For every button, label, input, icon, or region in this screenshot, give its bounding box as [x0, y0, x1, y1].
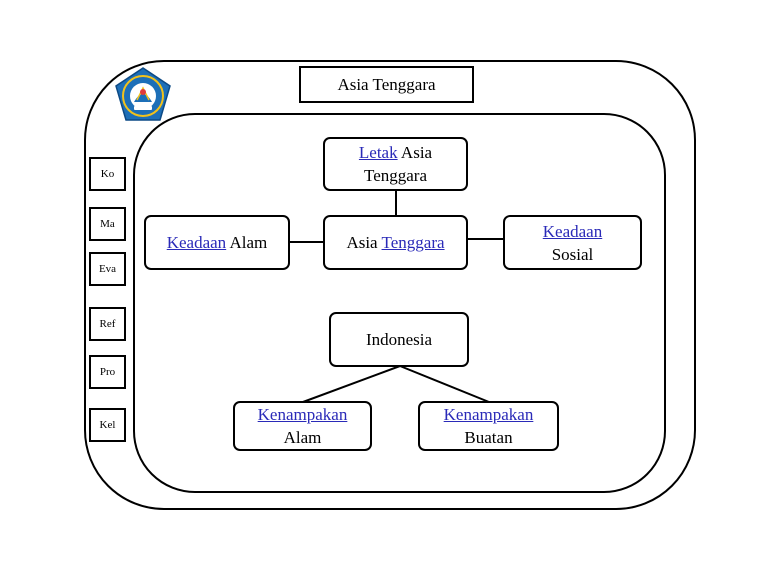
nav-button-label: Kel — [99, 419, 116, 431]
connector-indonesia-kenampakan-alam — [302, 365, 401, 403]
node-letak-asia-tenggara: Letak Asia Tenggara — [323, 137, 468, 191]
node-text: Alam — [226, 233, 268, 252]
node-text: Indonesia — [365, 330, 433, 349]
node-text: Sosial — [551, 244, 594, 264]
nav-button-kel[interactable]: Kel — [89, 408, 126, 442]
link-letak[interactable]: Letak — [358, 143, 398, 162]
link-keadaan-sosial[interactable]: Keadaan — [542, 221, 603, 241]
link-tenggara[interactable]: Tenggara — [381, 233, 445, 252]
inner-frame — [133, 113, 666, 493]
nav-button-ref[interactable]: Ref — [89, 307, 126, 341]
nav-button-eva[interactable]: Eva — [89, 252, 126, 286]
node-keadaan-alam: Keadaan Alam — [144, 215, 290, 270]
nav-button-label: Ma — [100, 218, 115, 230]
connector-indonesia-kenampakan-buatan — [399, 365, 490, 403]
nav-button-label: Ref — [99, 318, 116, 330]
nav-button-label: Ko — [100, 168, 115, 180]
tut-wuri-handayani-logo — [115, 67, 171, 121]
node-text: Alam — [283, 428, 322, 447]
node-asia-tenggara: Asia Tenggara — [323, 215, 468, 270]
node-keadaan-sosial: Keadaan Sosial — [503, 215, 642, 270]
node-indonesia: Indonesia — [329, 312, 469, 367]
nav-button-pro[interactable]: Pro — [89, 355, 126, 389]
outer-frame — [84, 60, 696, 510]
node-text: Asia — [397, 143, 433, 162]
nav-button-ma[interactable]: Ma — [89, 207, 126, 241]
node-kenampakan-buatan: Kenampakan Buatan — [418, 401, 559, 451]
node-text: Buatan — [464, 428, 513, 447]
link-kenampakan-alam[interactable]: Kenampakan — [257, 405, 348, 424]
nav-button-label: Pro — [99, 366, 116, 378]
node-text: Asia — [346, 233, 382, 252]
node-kenampakan-alam: Kenampakan Alam — [233, 401, 372, 451]
link-keadaan-alam[interactable]: Keadaan — [166, 233, 227, 252]
nav-button-ko[interactable]: Ko — [89, 157, 126, 191]
nav-button-label: Eva — [98, 263, 117, 275]
node-text: Tenggara — [364, 166, 427, 185]
link-kenampakan-buatan[interactable]: Kenampakan — [443, 405, 534, 424]
title-text: Asia Tenggara — [337, 74, 436, 94]
title-box: Asia Tenggara — [299, 66, 474, 103]
